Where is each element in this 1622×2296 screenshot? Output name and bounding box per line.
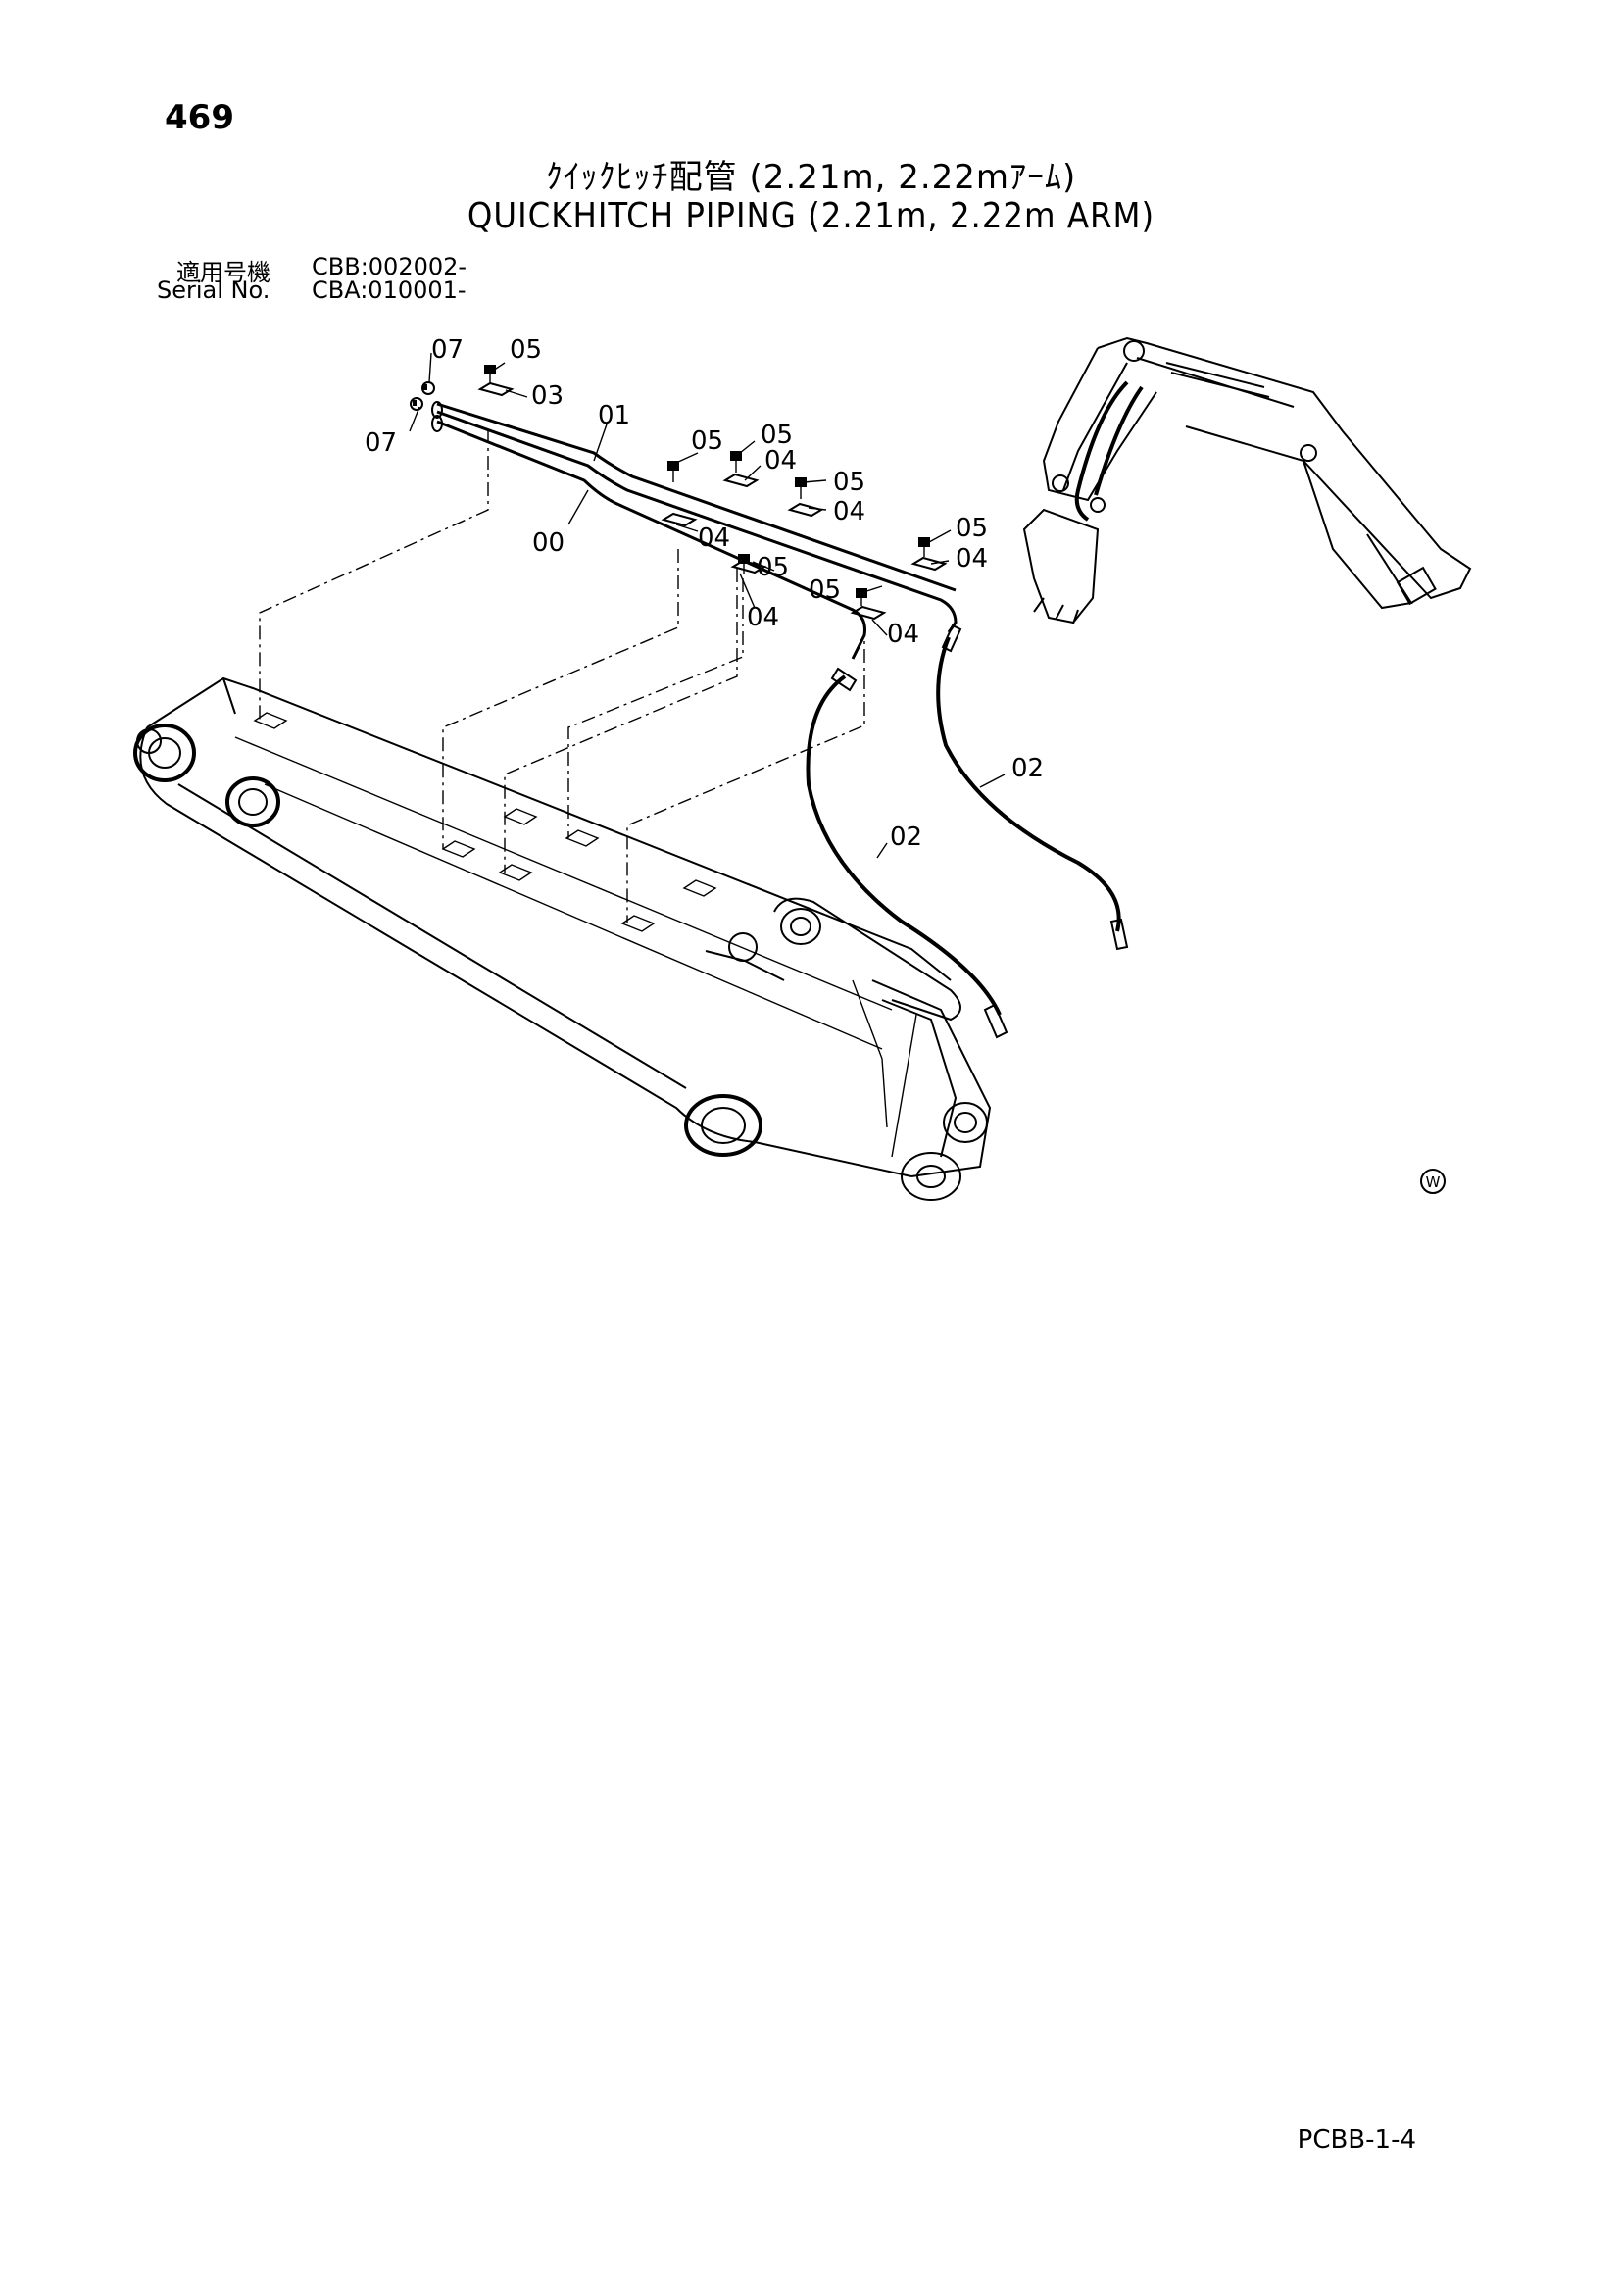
pipe-bundle xyxy=(431,401,958,660)
callout-05-c: 05 xyxy=(761,421,793,450)
callout-04-b: 04 xyxy=(833,497,865,526)
hardware xyxy=(410,365,948,621)
callout-05-e: 05 xyxy=(757,553,789,582)
callout-leaders xyxy=(409,352,1006,859)
svg-text:W: W xyxy=(1426,1173,1441,1191)
callout-02-b: 02 xyxy=(890,823,922,852)
applicability-label-jp: 適用号機 xyxy=(176,259,270,286)
callout-05-f: 05 xyxy=(956,514,988,543)
w-mark: W xyxy=(1420,1169,1446,1194)
callout-03: 03 xyxy=(531,381,564,411)
title-english: QUICKHITCH PIPING (2.21m, 2.22m ARM) xyxy=(467,196,1155,236)
pin-boss-head xyxy=(901,1102,988,1201)
callout-07-a: 07 xyxy=(431,335,464,365)
arm-assembly xyxy=(133,676,992,1201)
footer-code: PCBB-1-4 xyxy=(1297,2125,1416,2155)
assembly-leader-lines xyxy=(259,429,865,923)
excavator-overview xyxy=(1022,336,1472,624)
pin-boss-lower xyxy=(684,1094,762,1157)
callout-04-a: 04 xyxy=(764,446,797,475)
callout-07-b: 07 xyxy=(365,428,397,458)
callout-04-e: 04 xyxy=(747,603,779,632)
applicability-serial-en: CBA:010001- xyxy=(312,276,467,304)
pin-boss-rear-2 xyxy=(225,776,280,827)
page-number: 469 xyxy=(165,98,234,137)
applicability-label-en: Serial No. xyxy=(157,276,270,304)
callout-05-d: 05 xyxy=(833,468,865,497)
callout-02-a: 02 xyxy=(1011,754,1044,783)
callout-04-f: 04 xyxy=(887,620,919,649)
title-japanese: ｸｲｯｸﾋｯﾁ配管 (2.21m, 2.22mｱｰﾑ) xyxy=(545,158,1077,197)
callout-05-a: 05 xyxy=(510,335,542,365)
callout-05-g: 05 xyxy=(809,575,841,605)
callout-04-d: 04 xyxy=(956,544,988,574)
hose-02-left xyxy=(806,667,1008,1039)
callout-04-c: 04 xyxy=(698,524,730,553)
callout-01: 01 xyxy=(598,401,630,430)
callout-00: 00 xyxy=(532,528,565,558)
hose-02-right xyxy=(936,624,1129,951)
callout-labels: 07 05 03 07 01 05 05 04 05 04 00 04 05 0… xyxy=(365,335,1044,852)
pin-boss-bracket xyxy=(728,908,821,962)
callout-05-b: 05 xyxy=(691,426,723,456)
applicability-serial-jp: CBB:002002- xyxy=(312,253,467,280)
pin-boss-rear-1 xyxy=(133,724,196,782)
